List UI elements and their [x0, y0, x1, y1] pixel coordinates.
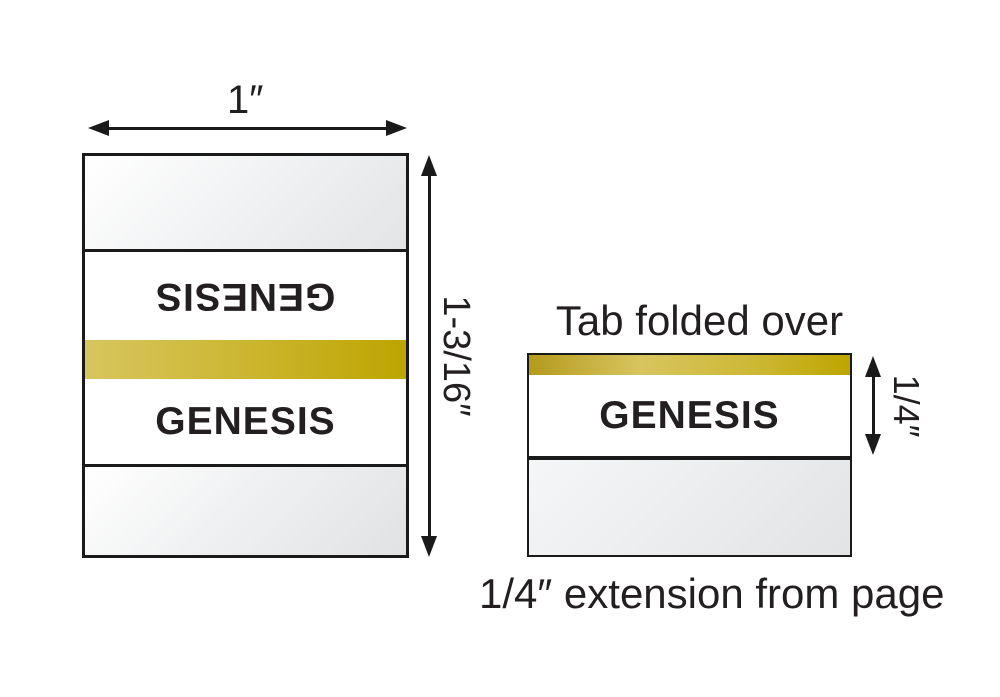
arrowhead-left-icon: [88, 120, 109, 136]
arrow-shaft: [427, 168, 431, 544]
height-dimension-arrow-icon: [421, 155, 437, 557]
tab-back-label-area: GENESIS: [85, 252, 406, 340]
height-dimension-label: 1-3/16″: [435, 295, 477, 417]
folded-tab-heading: Tab folded over: [555, 297, 844, 344]
tab-adhesive-area-bottom: [85, 464, 406, 555]
gold-fold-stripe: [85, 340, 406, 379]
arrowhead-right-icon: [386, 120, 407, 136]
extension-caption: 1/4″ extension from page: [479, 570, 945, 617]
folded-tab-label: GENESIS: [599, 394, 780, 437]
extension-dimension-label: 1/4″: [886, 374, 927, 438]
width-dimension-arrow-icon: [88, 120, 407, 136]
tab-adhesive-area-top: [85, 156, 406, 252]
arrowhead-up-icon: [421, 155, 437, 176]
arrow-shaft: [871, 369, 875, 442]
arrowhead-down-icon: [421, 536, 437, 557]
tab-back-label: GENESIS: [155, 274, 336, 318]
tab-front-label-area: GENESIS: [85, 379, 406, 464]
gold-fold-edge: [529, 355, 850, 375]
extension-dimension-arrow-icon: [865, 356, 881, 455]
unfolded-tab: GENESIS GENESIS: [82, 153, 409, 558]
tab-front-label: GENESIS: [155, 400, 336, 443]
arrowhead-up-icon: [865, 356, 881, 377]
page-edge-area: [527, 458, 852, 557]
arrow-shaft: [101, 126, 394, 130]
width-dimension-label: 1″: [227, 78, 264, 122]
folded-tab: GENESIS: [527, 353, 852, 458]
folded-tab-label-area: GENESIS: [529, 375, 850, 456]
arrowhead-down-icon: [865, 434, 881, 455]
